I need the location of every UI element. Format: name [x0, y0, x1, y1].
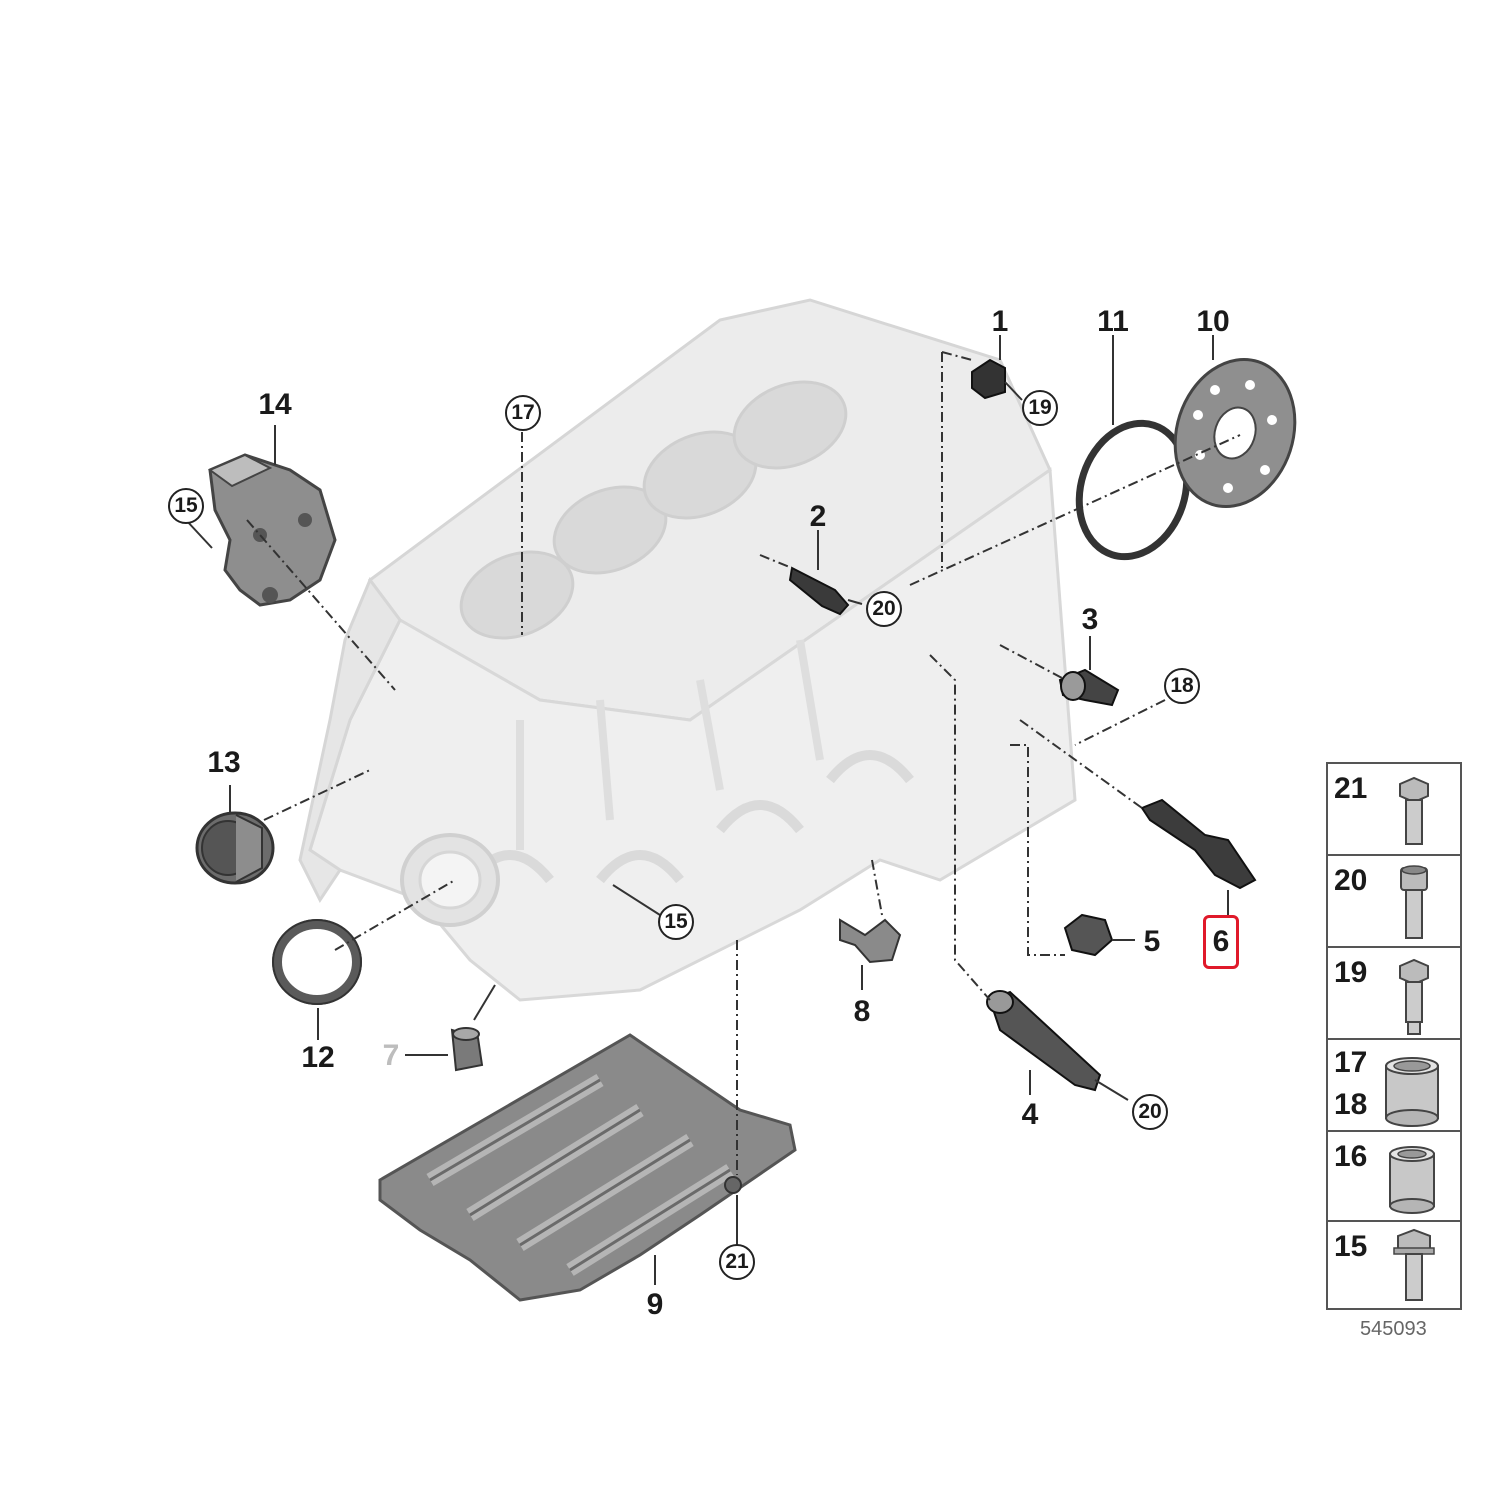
engine-block	[298, 298, 1077, 1002]
callout-11: 11	[1097, 305, 1129, 338]
fitting-part-8	[839, 918, 902, 964]
hex-bolt-icon	[1399, 776, 1429, 845]
callout-14: 14	[258, 388, 292, 421]
callout-9: 9	[646, 1288, 664, 1321]
callout-3: 3	[1081, 603, 1099, 636]
legend-row-20: 20	[1328, 856, 1460, 948]
callout-10: 10	[1196, 305, 1230, 338]
hex-bolt-icon	[1393, 1228, 1435, 1301]
sensor-part-2	[788, 566, 850, 616]
sensor-part-6	[1140, 798, 1257, 890]
circled-callout-15-top: 15	[168, 488, 204, 524]
legend-row-19: 19	[1328, 948, 1460, 1040]
legend-row-16: 16	[1328, 1132, 1460, 1222]
sensor-part-3	[1058, 668, 1120, 707]
selected-part-highlight	[1203, 915, 1239, 969]
legend-row-17-18: 17 18	[1328, 1040, 1460, 1132]
callout-6: 6	[1212, 925, 1230, 958]
callout-2: 2	[809, 500, 827, 533]
bracket-part-14	[207, 453, 337, 607]
legend-label: 16	[1334, 1140, 1368, 1173]
sensor-part-5	[1063, 913, 1114, 957]
seal-ring-part-12	[272, 919, 362, 1005]
circled-callout-19: 19	[1022, 390, 1058, 426]
callout-4: 4	[1021, 1098, 1039, 1131]
circled-callout-21: 21	[719, 1244, 755, 1280]
valve-part-4	[986, 990, 1102, 1092]
legend-row-21: 21	[1328, 764, 1460, 856]
plug-part-13	[195, 811, 275, 885]
legend-label: 20	[1334, 864, 1368, 897]
dowel-sleeve-small-icon	[1389, 1146, 1435, 1214]
callout-8: 8	[853, 995, 871, 1028]
circled-callout-20-bottom: 20	[1132, 1094, 1168, 1130]
fastener-legend: 21 20 19 17 18 16	[1326, 762, 1462, 1310]
callout-12: 12	[301, 1041, 335, 1074]
circled-callout-15-bottom: 15	[658, 904, 694, 940]
callout-7: 7	[382, 1039, 400, 1072]
diagram-reference-number: 545093	[1360, 1318, 1427, 1340]
sleeve-part-7	[450, 1027, 484, 1072]
dowel-sleeve-icon	[1385, 1057, 1439, 1127]
hex-bolt-icon	[1399, 958, 1429, 1035]
leader-lines	[185, 335, 1241, 1285]
legend-label: 19	[1334, 956, 1368, 989]
circled-callout-18: 18	[1164, 668, 1200, 704]
sensor-part-1	[971, 358, 1006, 400]
legend-label: 17	[1334, 1046, 1368, 1079]
sensor-wheel-part-10	[1173, 357, 1297, 509]
bedplate-part-9	[378, 1033, 797, 1302]
circled-callout-17: 17	[505, 395, 541, 431]
legend-row-15: 15	[1328, 1222, 1460, 1308]
legend-label: 15	[1334, 1230, 1368, 1263]
circled-callout-20-top: 20	[866, 591, 902, 627]
legend-label: 21	[1334, 772, 1368, 805]
socket-head-bolt-icon	[1400, 865, 1428, 939]
callout-5: 5	[1143, 925, 1161, 958]
callout-1: 1	[991, 305, 1009, 338]
o-ring-part-11	[1075, 419, 1191, 561]
legend-label-secondary: 18	[1334, 1088, 1368, 1121]
callout-13: 13	[207, 746, 241, 779]
